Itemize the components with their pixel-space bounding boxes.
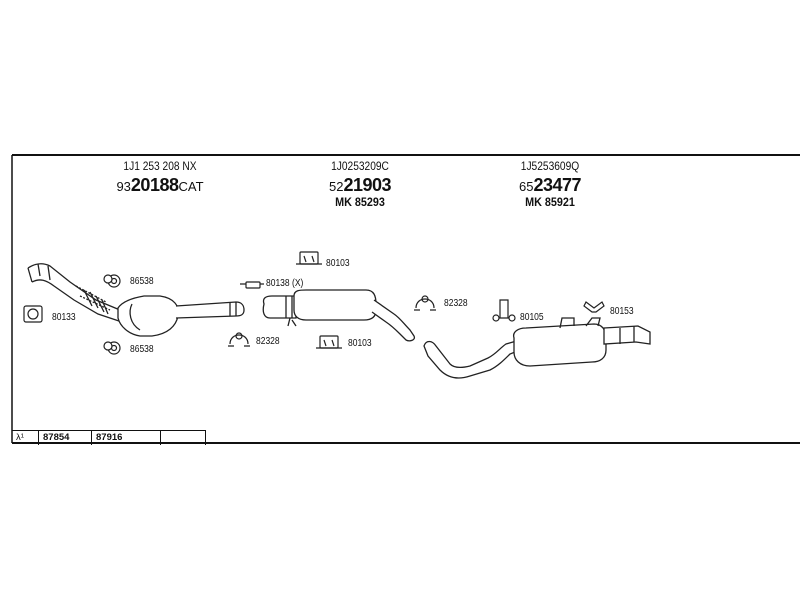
parts-table: λ¹ 87854 87916	[12, 430, 206, 445]
oem-number: 1J5253609Q	[520, 159, 580, 173]
lambda-cell: λ¹	[12, 431, 39, 445]
oem-number: 1J0253209C	[331, 159, 389, 173]
catalytic-converter	[117, 295, 245, 337]
hanger-80103-bottom	[316, 335, 342, 349]
mk-number: MK 85921	[525, 195, 575, 209]
nut-86538-bottom	[103, 341, 121, 355]
part-suffix: CAT	[178, 179, 204, 194]
part-number: 5221903	[290, 176, 430, 194]
gasket-80133	[23, 305, 43, 323]
label-80153: 80153	[610, 306, 634, 317]
label-86538-top: 86538	[130, 276, 154, 287]
front-pipe	[27, 263, 123, 323]
label-82328-right: 82328	[444, 298, 468, 309]
label-80103-top: 80103	[326, 258, 350, 269]
part-group-1: 1J1 253 208 NX 9320188CAT	[90, 160, 230, 194]
table-cell	[161, 431, 206, 445]
part-number: 9320188CAT	[90, 176, 230, 194]
bracket-80153	[583, 301, 605, 313]
label-80133: 80133	[52, 312, 76, 323]
clamp-80138	[240, 281, 264, 289]
part-group-2: 1J0253209C 5221903 MK 85293	[290, 160, 430, 208]
part-prefix: 93	[116, 179, 131, 194]
part-group-3: 1J5253609Q 6523477 MK 85921	[480, 160, 620, 208]
mk-number: MK 85293	[335, 195, 385, 209]
middle-silencer	[262, 289, 416, 342]
clamp-82328-right	[414, 295, 436, 311]
label-80105: 80105	[520, 312, 544, 323]
nut-86538-top	[103, 274, 121, 288]
table-cell: 87854	[39, 431, 92, 445]
table-cell: 87916	[92, 431, 161, 445]
hanger-80103-top	[296, 251, 322, 265]
hanger-80105	[492, 299, 516, 322]
part-number: 6523477	[480, 176, 620, 194]
part-main: 21903	[343, 175, 392, 195]
clamp-82328-left	[228, 332, 250, 347]
part-prefix: 52	[328, 179, 344, 194]
label-80103-bottom: 80103	[348, 338, 372, 349]
part-main: 20188	[130, 175, 179, 195]
part-prefix: 65	[518, 179, 534, 194]
label-82328-left: 82328	[256, 336, 280, 347]
label-80138: 80138 (X)	[266, 278, 304, 289]
label-86538-bottom: 86538	[130, 344, 154, 355]
rear-silencer	[423, 317, 651, 379]
oem-number: 1J1 253 208 NX	[123, 159, 197, 173]
part-main: 23477	[533, 175, 582, 195]
